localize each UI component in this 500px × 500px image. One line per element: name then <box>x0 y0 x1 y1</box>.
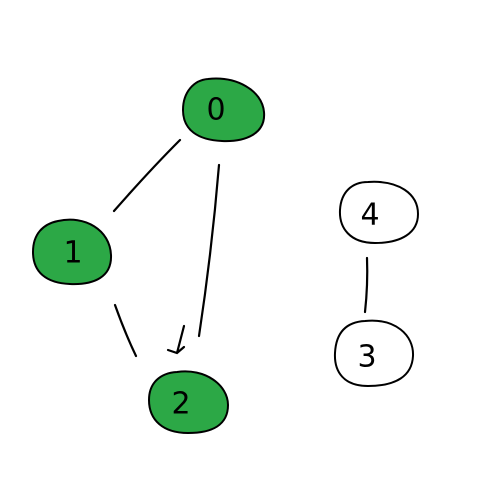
node-4: 4 <box>338 180 420 245</box>
node-4-label: 4 <box>360 198 379 233</box>
edge-1-2 <box>113 303 138 358</box>
node-2-label: 2 <box>171 387 190 422</box>
node-2: 2 <box>147 370 230 435</box>
node-3-label: 3 <box>357 340 376 375</box>
node-1-label: 1 <box>63 236 82 271</box>
node-3: 3 <box>333 319 415 388</box>
node-0-label: 0 <box>206 93 225 128</box>
edge-0-1 <box>112 138 182 213</box>
node-0: 0 <box>181 77 266 143</box>
edge-0-2 <box>197 163 221 338</box>
node-1-circle <box>31 218 113 286</box>
node-2-circle <box>147 370 230 435</box>
edge-4-3 <box>363 256 369 314</box>
node-0-circle <box>181 77 266 143</box>
edges-group <box>112 138 369 358</box>
edge-0-2-arrowhead <box>166 324 186 355</box>
node-3-circle <box>333 319 415 388</box>
node-4-circle <box>338 180 420 245</box>
node-1: 1 <box>31 218 113 286</box>
